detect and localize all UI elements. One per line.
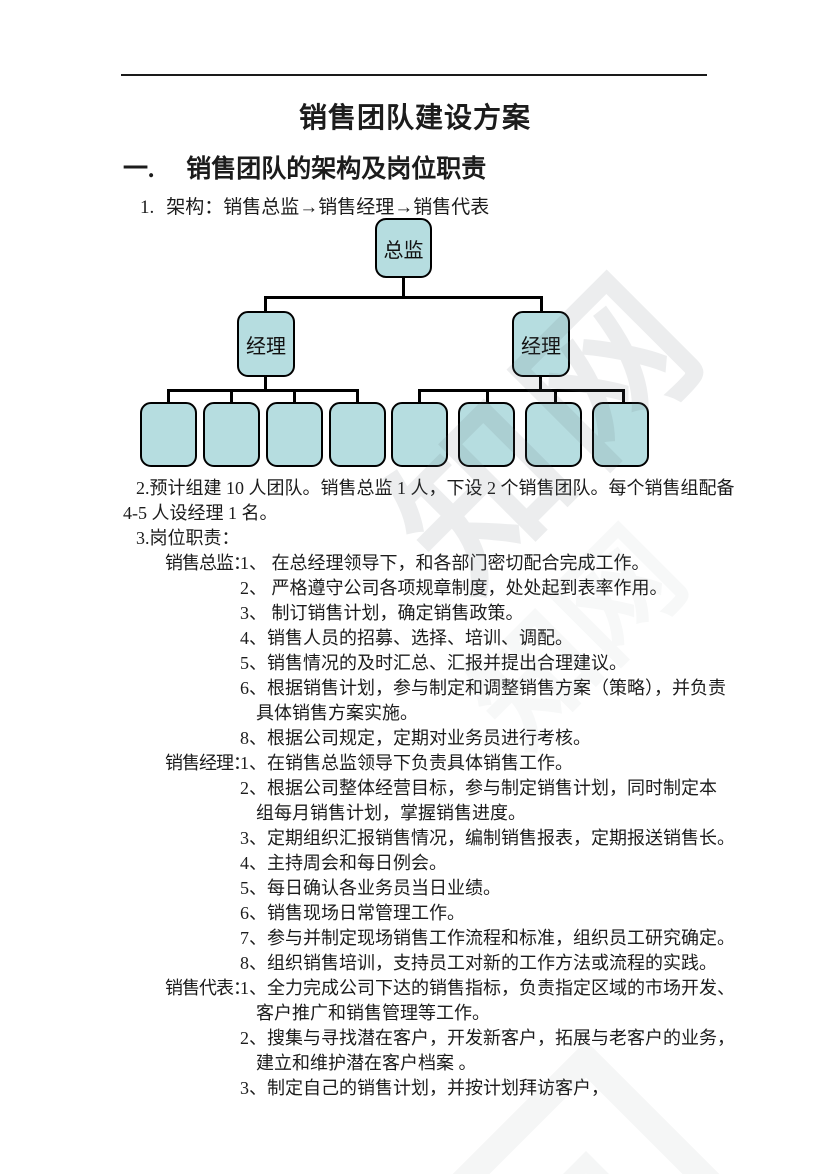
manager-label: 经理 bbox=[246, 335, 286, 358]
connector-line bbox=[264, 296, 543, 299]
role-item-line: 5、销售情况的及时汇总、汇报并提出合理建议。 bbox=[240, 653, 627, 673]
connector-line bbox=[622, 389, 625, 403]
role-item-line: 3、制定自己的销售计划，并按计划拜访客户， bbox=[240, 1078, 609, 1098]
role-item-line: 8、根据公司规定，定期对业务员进行考核。 bbox=[240, 728, 591, 748]
role-label: 销售总监： bbox=[165, 553, 251, 573]
role-item-continuation: 建立和维护潜在客户档案 。 bbox=[256, 1053, 477, 1073]
manager-box-left: 经理 bbox=[237, 311, 295, 377]
role-block: 销售总监：1、 在总经理领导下，和各部门密切配合完成工作。 2、 严格遵守公司各项… bbox=[123, 551, 783, 751]
header-rule bbox=[121, 74, 707, 76]
connector-line bbox=[539, 377, 542, 391]
manager-box-right: 经理 bbox=[512, 311, 570, 377]
connector-line bbox=[418, 389, 625, 392]
role-block: 销售经理：1、在销售总监领导下负责具体销售工作。 2、根据公司整体经营目标，参与制… bbox=[123, 751, 783, 976]
rep-box bbox=[592, 402, 649, 467]
leaf-group-right bbox=[391, 402, 649, 467]
watermark-logo-inner bbox=[513, 1151, 659, 1174]
role-items: 1、 在总经理领导下，和各部门密切配合完成工作。 2、 严格遵守公司各项规章制度，… bbox=[240, 551, 783, 751]
connector-line bbox=[486, 389, 489, 403]
role-item-continuation: 具体销售方案实施。 bbox=[256, 703, 418, 723]
section-heading: 一. 销售团队的架构及岗位职责 bbox=[123, 149, 486, 185]
connector-line bbox=[167, 389, 170, 403]
arch-text: 架构：销售总监→销售经理→销售代表 bbox=[166, 197, 490, 218]
role-item-line: 5、每日确认各业务员当日业绩。 bbox=[240, 878, 501, 898]
role-item-line: 6、销售现场日常管理工作。 bbox=[240, 903, 465, 923]
role-item-line: 3、 制订销售计划，确定销售政策。 bbox=[240, 603, 524, 623]
role-item-line: 2、 严格遵守公司各项规章制度，处处起到表率作用。 bbox=[240, 578, 668, 598]
role-items: 1、在销售总监领导下负责具体销售工作。 2、根据公司整体经营目标，参与制定销售计划… bbox=[240, 751, 783, 976]
director-label: 总监 bbox=[383, 239, 424, 262]
page-title: 销售团队建设方案 bbox=[298, 103, 531, 134]
connector-line bbox=[264, 377, 267, 391]
leaf-group-left bbox=[140, 402, 386, 467]
architecture-line: 1. 架构：销售总监→销售经理→销售代表 bbox=[140, 192, 489, 219]
role-label: 销售代表： bbox=[165, 978, 251, 998]
role-item-continuation: 组每月销售计划，掌握销售进度。 bbox=[256, 803, 526, 823]
role-item-continuation: 客户推广和销售管理等工作。 bbox=[256, 1003, 490, 1023]
role-item-line: 6、根据销售计划，参与制定和调整销售方案（策略），并负责 bbox=[240, 678, 726, 698]
role-items: 1、全力完成公司下达的销售指标，负责指定区域的市场开发、客户推广和销售管理等工作… bbox=[240, 976, 783, 1101]
section-title: 销售团队的架构及岗位职责 bbox=[186, 156, 487, 183]
role-item-line: 1、在销售总监领导下负责具体销售工作。 bbox=[240, 753, 573, 773]
role-item-line: 2、根据公司整体经营目标，参与制定销售计划，同时制定本 bbox=[240, 778, 717, 798]
roles-container: 销售总监：1、 在总经理领导下，和各部门密切配合完成工作。 2、 严格遵守公司各项… bbox=[123, 551, 783, 1101]
role-block: 销售代表：1、全力完成公司下达的销售指标，负责指定区域的市场开发、客户推广和销售… bbox=[123, 976, 783, 1101]
role-item-line: 3、定期组织汇报销售情况，编制销售报表，定期报送销售长。 bbox=[240, 828, 735, 848]
role-item-line: 4、主持周会和每日例会。 bbox=[240, 853, 447, 873]
role-item-line: 1、全力完成公司下达的销售指标，负责指定区域的市场开发、 bbox=[240, 978, 735, 998]
rep-box bbox=[140, 402, 197, 467]
role-item-line: 4、销售人员的招募、选择、培训、调配。 bbox=[240, 628, 573, 648]
section-number: 一. bbox=[123, 156, 155, 183]
connector-line bbox=[554, 389, 557, 403]
arch-number: 1. bbox=[140, 197, 155, 218]
connector-line bbox=[418, 389, 421, 403]
connector-line bbox=[264, 296, 267, 312]
role-item-line: 8、组织销售培训，支持员工对新的工作方法或流程的实践。 bbox=[240, 953, 717, 973]
connector-line bbox=[167, 389, 359, 392]
role-label: 销售经理： bbox=[165, 753, 251, 773]
role-item-line: 2、搜集与寻找潜在客户，开发新客户，拓展与老客户的业务， bbox=[240, 1028, 735, 1048]
connector-line bbox=[356, 389, 359, 403]
paragraph-team-size-line1: 2.预计组建 10 人团队。销售总监 1 人，下设 2 个销售团队。每个销售组配… bbox=[136, 478, 735, 498]
rep-box bbox=[391, 402, 448, 467]
connector-line bbox=[293, 389, 296, 403]
rep-box bbox=[266, 402, 323, 467]
connector-line bbox=[540, 296, 543, 312]
rep-box bbox=[458, 402, 515, 467]
paragraph-duties-header: 3.岗位职责： bbox=[136, 528, 240, 548]
director-box: 总监 bbox=[375, 218, 432, 278]
role-item-line: 7、参与并制定现场销售工作流程和标准，组织员工研究确定。 bbox=[240, 928, 735, 948]
manager-label: 经理 bbox=[521, 335, 561, 358]
rep-box bbox=[203, 402, 260, 467]
connector-line bbox=[402, 278, 405, 298]
rep-box bbox=[525, 402, 582, 467]
paragraph-team-size-line2: 4-5 人设经理 1 名。 bbox=[123, 503, 278, 523]
connector-line bbox=[230, 389, 233, 403]
rep-box bbox=[329, 402, 386, 467]
body-text: 2.预计组建 10 人团队。销售总监 1 人，下设 2 个销售团队。每个销售组配… bbox=[123, 476, 783, 1101]
role-item-line: 1、 在总经理领导下，和各部门密切配合完成工作。 bbox=[240, 553, 650, 573]
org-chart: 总监 经理 经理 bbox=[0, 0, 830, 470]
